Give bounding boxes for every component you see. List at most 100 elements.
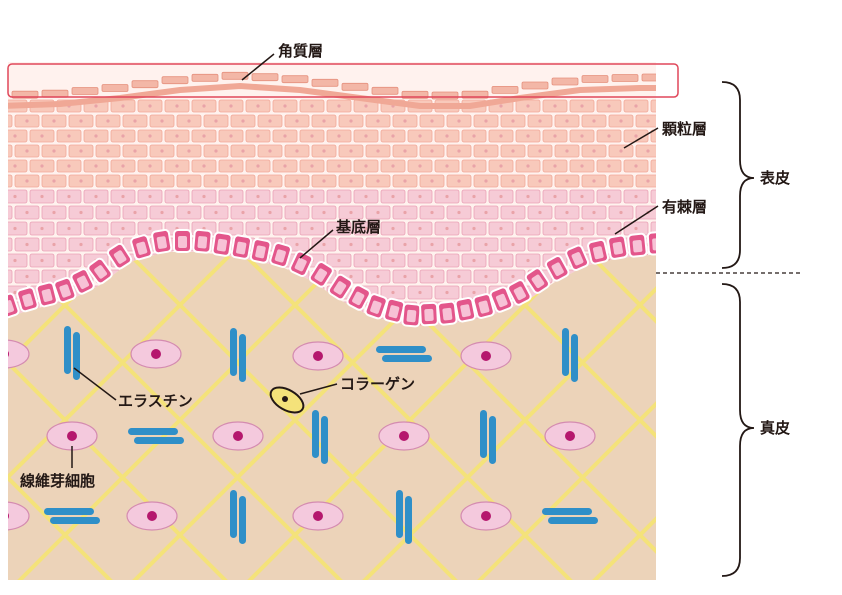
basal-cell (524, 267, 551, 294)
epidermal-cell (663, 145, 687, 157)
basal-cell (269, 241, 292, 268)
epidermal-cell (650, 189, 656, 204)
basal-cell (607, 234, 629, 260)
basal-cell (437, 300, 458, 326)
stratum-corneum-highlight-box (7, 63, 679, 98)
elastin-fiber (64, 326, 80, 380)
dermis-bracket (721, 283, 755, 577)
epidermal-cell (8, 237, 13, 252)
epidermal-cell (8, 269, 13, 284)
basal-cell (346, 284, 371, 311)
fibroblast-cell (460, 501, 512, 531)
basal-cell (544, 255, 570, 282)
corneum-cell (281, 75, 309, 84)
corneum-cell (581, 75, 609, 83)
elastin-fiber (542, 508, 598, 524)
basal-cell (211, 231, 233, 257)
corneum-cell (341, 82, 369, 91)
corneum-cell (431, 91, 459, 100)
basal-cell (308, 261, 334, 288)
basal-cell (587, 238, 609, 265)
basal-cell (364, 293, 388, 320)
epidermal-cell (663, 175, 687, 187)
fibroblast-cell (544, 421, 596, 451)
basal-cell (130, 234, 153, 261)
basal-cell (507, 279, 532, 306)
elastin-fiber (44, 508, 100, 524)
fibroblast-cell (130, 339, 182, 369)
elastin-fibers (44, 326, 598, 544)
epidermis-bracket (721, 81, 755, 269)
corneum-cell (71, 87, 99, 95)
basal-cell (192, 228, 213, 254)
basal-cell (87, 257, 113, 285)
label-spinous-layer: 有棘層 (662, 198, 707, 216)
basal-cell (472, 293, 495, 319)
fibroblast-cell (46, 421, 98, 451)
label-elastin: エラスチン (118, 392, 193, 410)
leader-collagen (299, 383, 338, 395)
leader-lines (71, 53, 659, 468)
corneum-cell (311, 78, 339, 87)
epidermal-cell (663, 302, 687, 315)
basal-cell (53, 276, 77, 304)
basal-cell (249, 238, 272, 264)
label-granular-layer: 顆粒層 (662, 120, 707, 138)
epidermal-cell (650, 159, 656, 173)
epidermal-cell (650, 221, 656, 236)
fibroblast-cell (8, 501, 30, 531)
leader-basal-layer (299, 229, 334, 259)
label-stratum-corneum: 角質層 (278, 42, 323, 60)
corneum-cell (371, 86, 399, 95)
collagen-highlight (269, 386, 305, 414)
elastin-fiber (230, 490, 246, 544)
corneum-cell (191, 73, 219, 82)
corneum-cell (251, 73, 279, 82)
fibroblast-cell (378, 421, 430, 451)
epidermal-cell (8, 144, 13, 158)
label-fibroblast: 線維芽細胞 (20, 472, 95, 490)
elastin-fiber (312, 410, 328, 464)
basal-cell (8, 292, 20, 319)
elastin-fiber (376, 346, 432, 362)
label-collagen: コラーゲン (340, 375, 415, 393)
elastin-fiber (230, 328, 246, 382)
dermis-region (8, 228, 656, 580)
epidermal-cell (8, 205, 13, 220)
corneum-cell (611, 74, 639, 82)
corneum-cell (521, 81, 549, 90)
elastin-fiber (396, 490, 412, 544)
fibroblast-cell (212, 421, 264, 451)
basal-cell (173, 229, 192, 253)
corneum-cell (41, 89, 69, 98)
basal-cell (401, 302, 422, 328)
basal-cell (454, 296, 477, 323)
corneum-cell (161, 76, 189, 85)
epidermal-cell (8, 174, 13, 188)
basal-cell (151, 228, 173, 255)
basal-cell (107, 242, 133, 270)
basal-cell (35, 281, 58, 308)
basal-layer-cells (8, 228, 656, 328)
leader-elastin (73, 367, 117, 401)
fibroblast-cell (292, 341, 344, 371)
leader-granular-layer (623, 127, 659, 149)
epidermal-cell (8, 114, 13, 128)
basal-cell (565, 244, 590, 272)
basal-cell (70, 268, 95, 295)
corneum-cell (131, 80, 159, 89)
stratum-corneum-cells (11, 71, 656, 100)
elastin-fiber (128, 428, 184, 444)
fibroblast-cells (8, 339, 596, 531)
fibroblast-cell (460, 341, 512, 371)
basal-cell (16, 286, 39, 313)
basal-cell (646, 231, 656, 256)
epidermal-cell (650, 99, 656, 113)
stratum-corneum-surface (8, 82, 656, 109)
fibroblast-cell (8, 339, 30, 369)
elastin-fiber (562, 328, 578, 382)
label-basal-layer: 基底層 (335, 218, 381, 236)
basal-cell (327, 273, 353, 301)
corneum-cell (101, 84, 129, 92)
